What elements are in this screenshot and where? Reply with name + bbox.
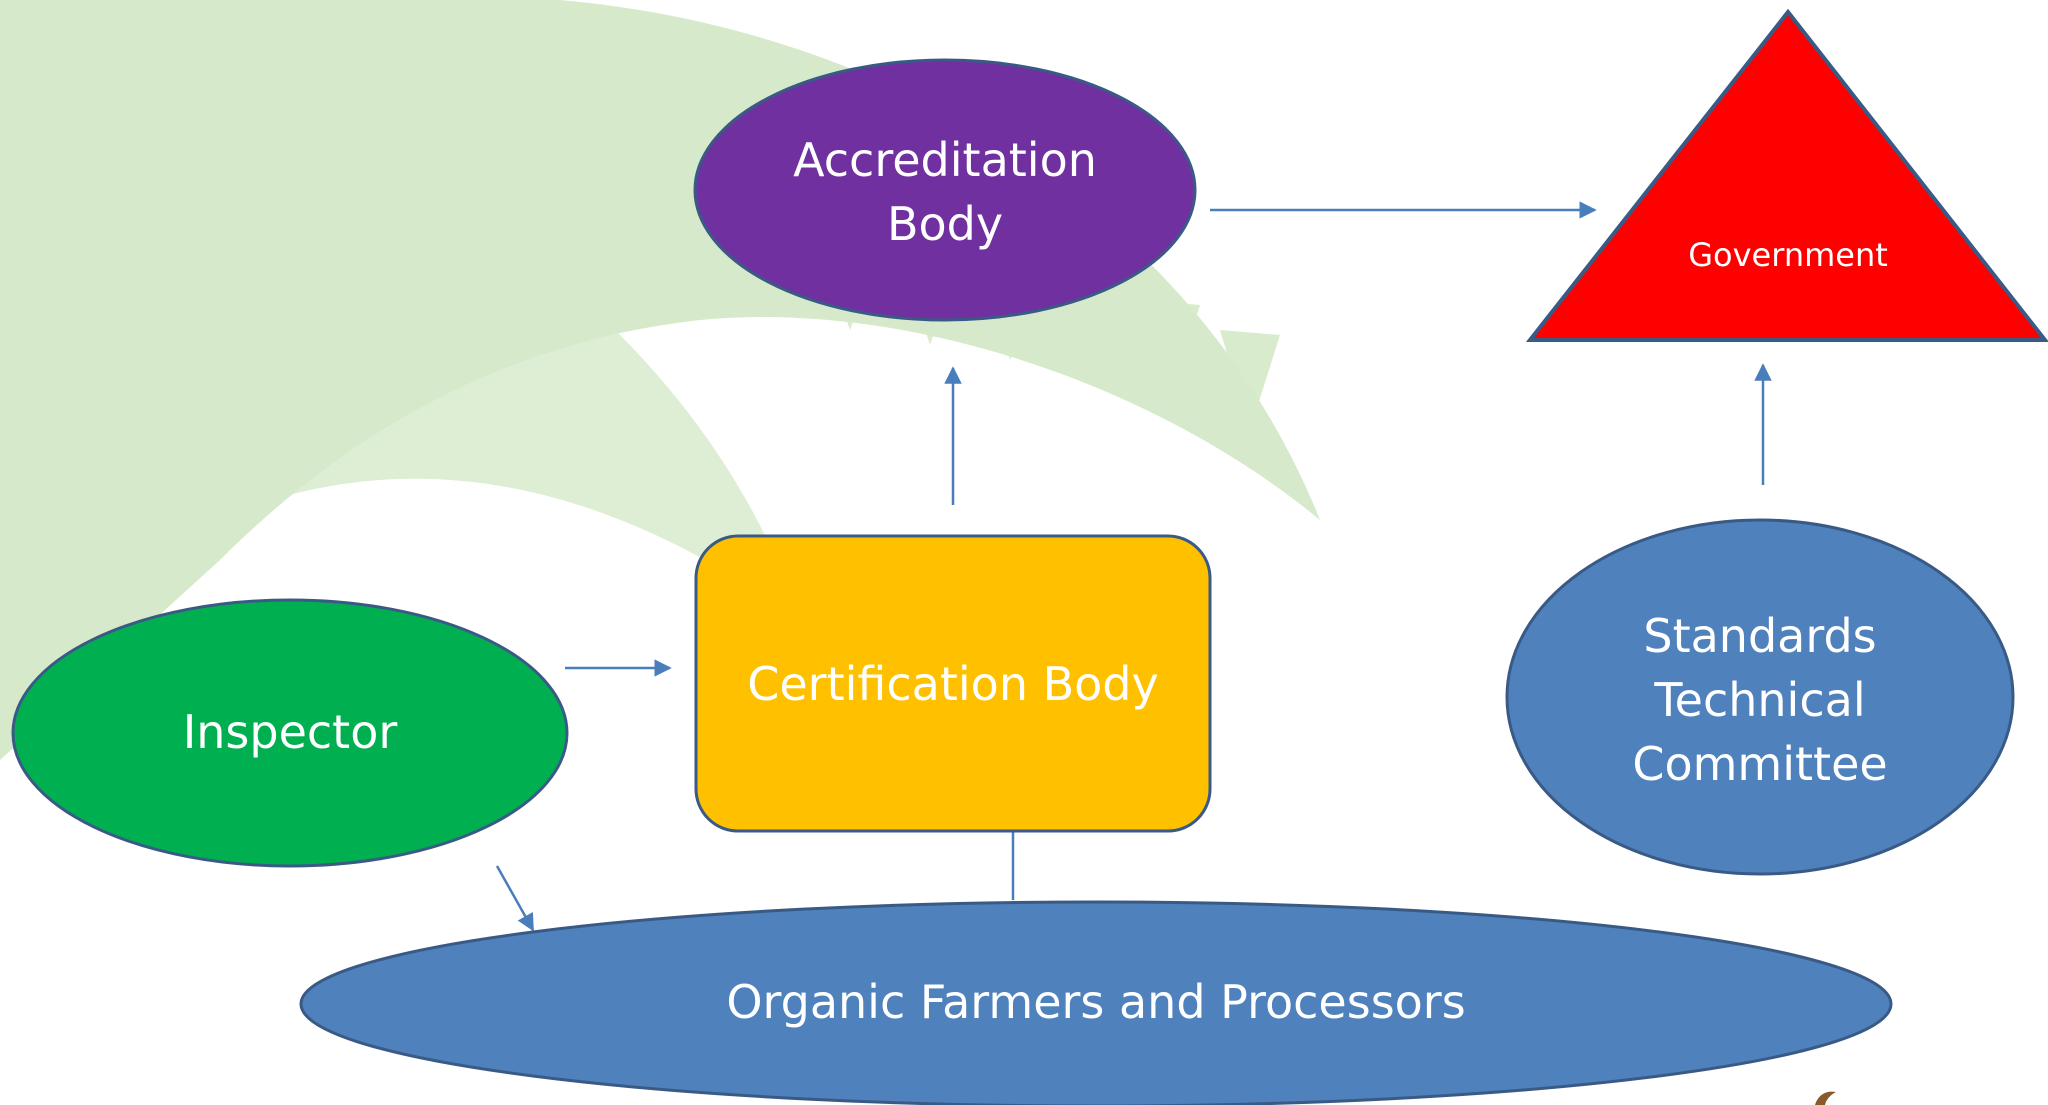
organic-farmers-label: Organic Farmers and Processors [726,975,1465,1029]
standards-committee-label-line3: Committee [1632,737,1887,791]
standards-committee-label-line1: Standards [1643,609,1876,663]
decorative-swoosh-icon [1815,1091,1836,1105]
node-standards-technical-committee: Standards Technical Committee [1505,518,2015,876]
node-government: Government [1525,8,2048,342]
node-certification-body: Certification Body [694,534,1212,833]
node-inspector: Inspector [11,598,569,868]
accreditation-body-label-line2: Body [887,197,1003,251]
diagram-edges [495,201,1772,932]
node-organic-farmers: Organic Farmers and Processors [299,900,1893,1105]
certification-body-label: Certification Body [747,657,1158,711]
accreditation-body-label-line1: Accreditation [793,133,1097,187]
node-accreditation-body: Accreditation Body [693,58,1197,322]
government-label: Government [1688,236,1888,274]
inspector-label: Inspector [183,705,398,759]
standards-committee-label-line2: Technical [1653,673,1865,727]
edge-inspector-to-farmers [495,865,535,932]
